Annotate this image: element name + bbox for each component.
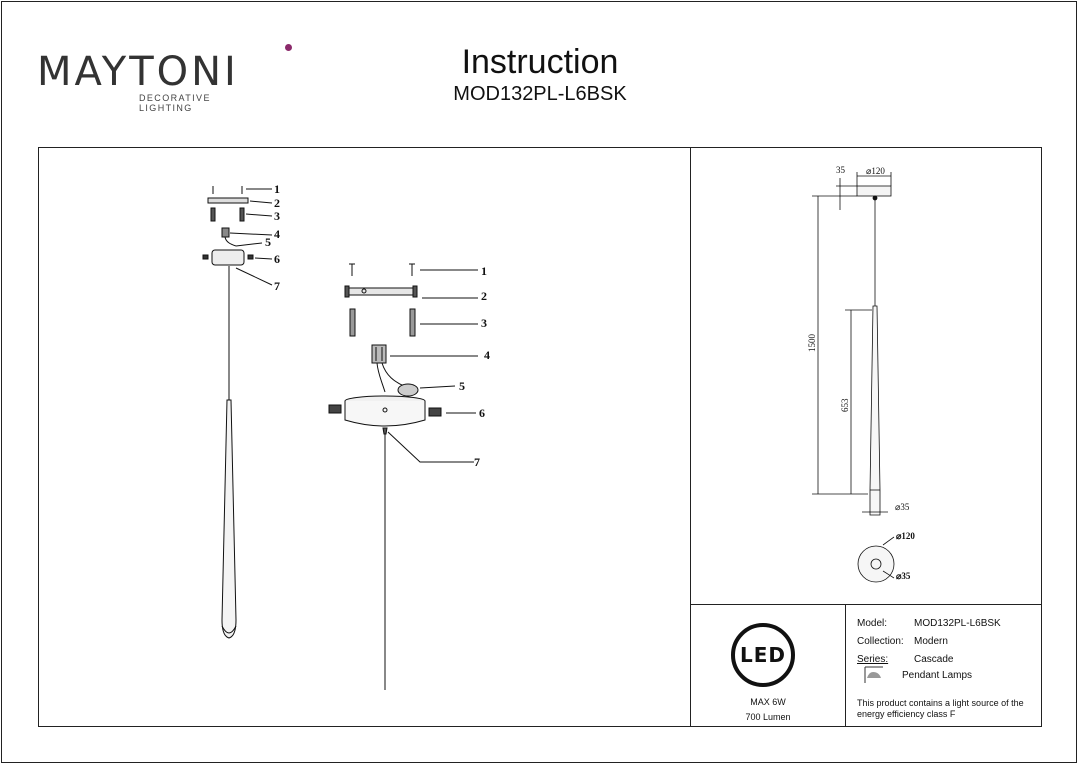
dim-total-length: 1500	[807, 334, 817, 353]
spec-model-label: Model:	[857, 618, 888, 629]
led-icon: LED	[731, 623, 795, 687]
part-label-4: 4	[484, 348, 490, 362]
logo-dot-icon	[285, 44, 292, 51]
dim-shade-diameter: ⌀35	[895, 502, 910, 512]
divider-vertical-info	[845, 604, 846, 727]
led-badge: LED MAX 6W 700 Lumen	[691, 605, 845, 727]
spec-model-value: MOD132PL-L6BSK	[914, 618, 1001, 629]
part-label-5: 5	[459, 379, 465, 393]
brand-name: MAYTONI	[37, 49, 239, 95]
brand-logo: MAYTONI DECORATIVE LIGHTING	[37, 44, 292, 113]
led-lumen: 700 Lumen	[745, 712, 791, 722]
dimension-labels: 35 ⌀120 1500 653 ⌀35 ⌀120 ⌀35	[807, 165, 915, 581]
small-lamp-labels: 1 2 3 4 5 6 7	[265, 182, 280, 293]
pendant-lamp-icon	[864, 666, 883, 683]
drawing-frame	[38, 147, 1042, 727]
part-label-2-small: 2	[274, 196, 280, 210]
dim-canopy-height: 35	[836, 165, 846, 175]
exploded-view-drawing	[328, 263, 478, 690]
part-label-4-small: 4	[274, 227, 280, 241]
divider-horizontal	[691, 604, 1042, 605]
part-label-6: 6	[479, 406, 485, 420]
dim-bottom-outer: ⌀120	[896, 531, 915, 541]
brand-tagline: DECORATIVE LIGHTING	[139, 93, 211, 113]
part-label-7: 7	[474, 455, 480, 469]
spec-collection-label: Collection:	[857, 636, 904, 647]
part-label-1: 1	[481, 264, 487, 278]
divider-vertical	[690, 147, 691, 727]
dimension-drawing	[812, 172, 895, 583]
part-label-7-small: 7	[274, 279, 280, 293]
part-label-5-small: 5	[265, 235, 271, 249]
spec-series-value: Cascade	[914, 654, 954, 665]
spec-series-label: Series:	[857, 654, 889, 665]
exploded-view-labels: 1 2 3 4 5 6 7	[459, 264, 490, 469]
led-text: LED	[739, 643, 786, 667]
part-label-3: 3	[481, 316, 487, 330]
energy-note: This product contains a light source of …	[857, 698, 1024, 719]
spec-collection-value: Modern	[914, 636, 948, 647]
page-title: Instruction	[461, 43, 619, 81]
dim-shade-length: 653	[840, 398, 850, 412]
dim-canopy-diameter: ⌀120	[866, 166, 885, 176]
led-max-power: MAX 6W	[750, 697, 786, 707]
spec-type-value: Pendant Lamps	[902, 670, 973, 681]
part-label-3-small: 3	[274, 209, 280, 223]
small-lamp-drawing	[202, 186, 273, 639]
model-code-heading: MOD132PL-L6BSK	[453, 83, 627, 105]
part-label-6-small: 6	[274, 252, 280, 266]
part-label-2: 2	[481, 289, 487, 303]
dim-bottom-inner: ⌀35	[896, 571, 911, 581]
part-label-1-small: 1	[274, 182, 280, 196]
